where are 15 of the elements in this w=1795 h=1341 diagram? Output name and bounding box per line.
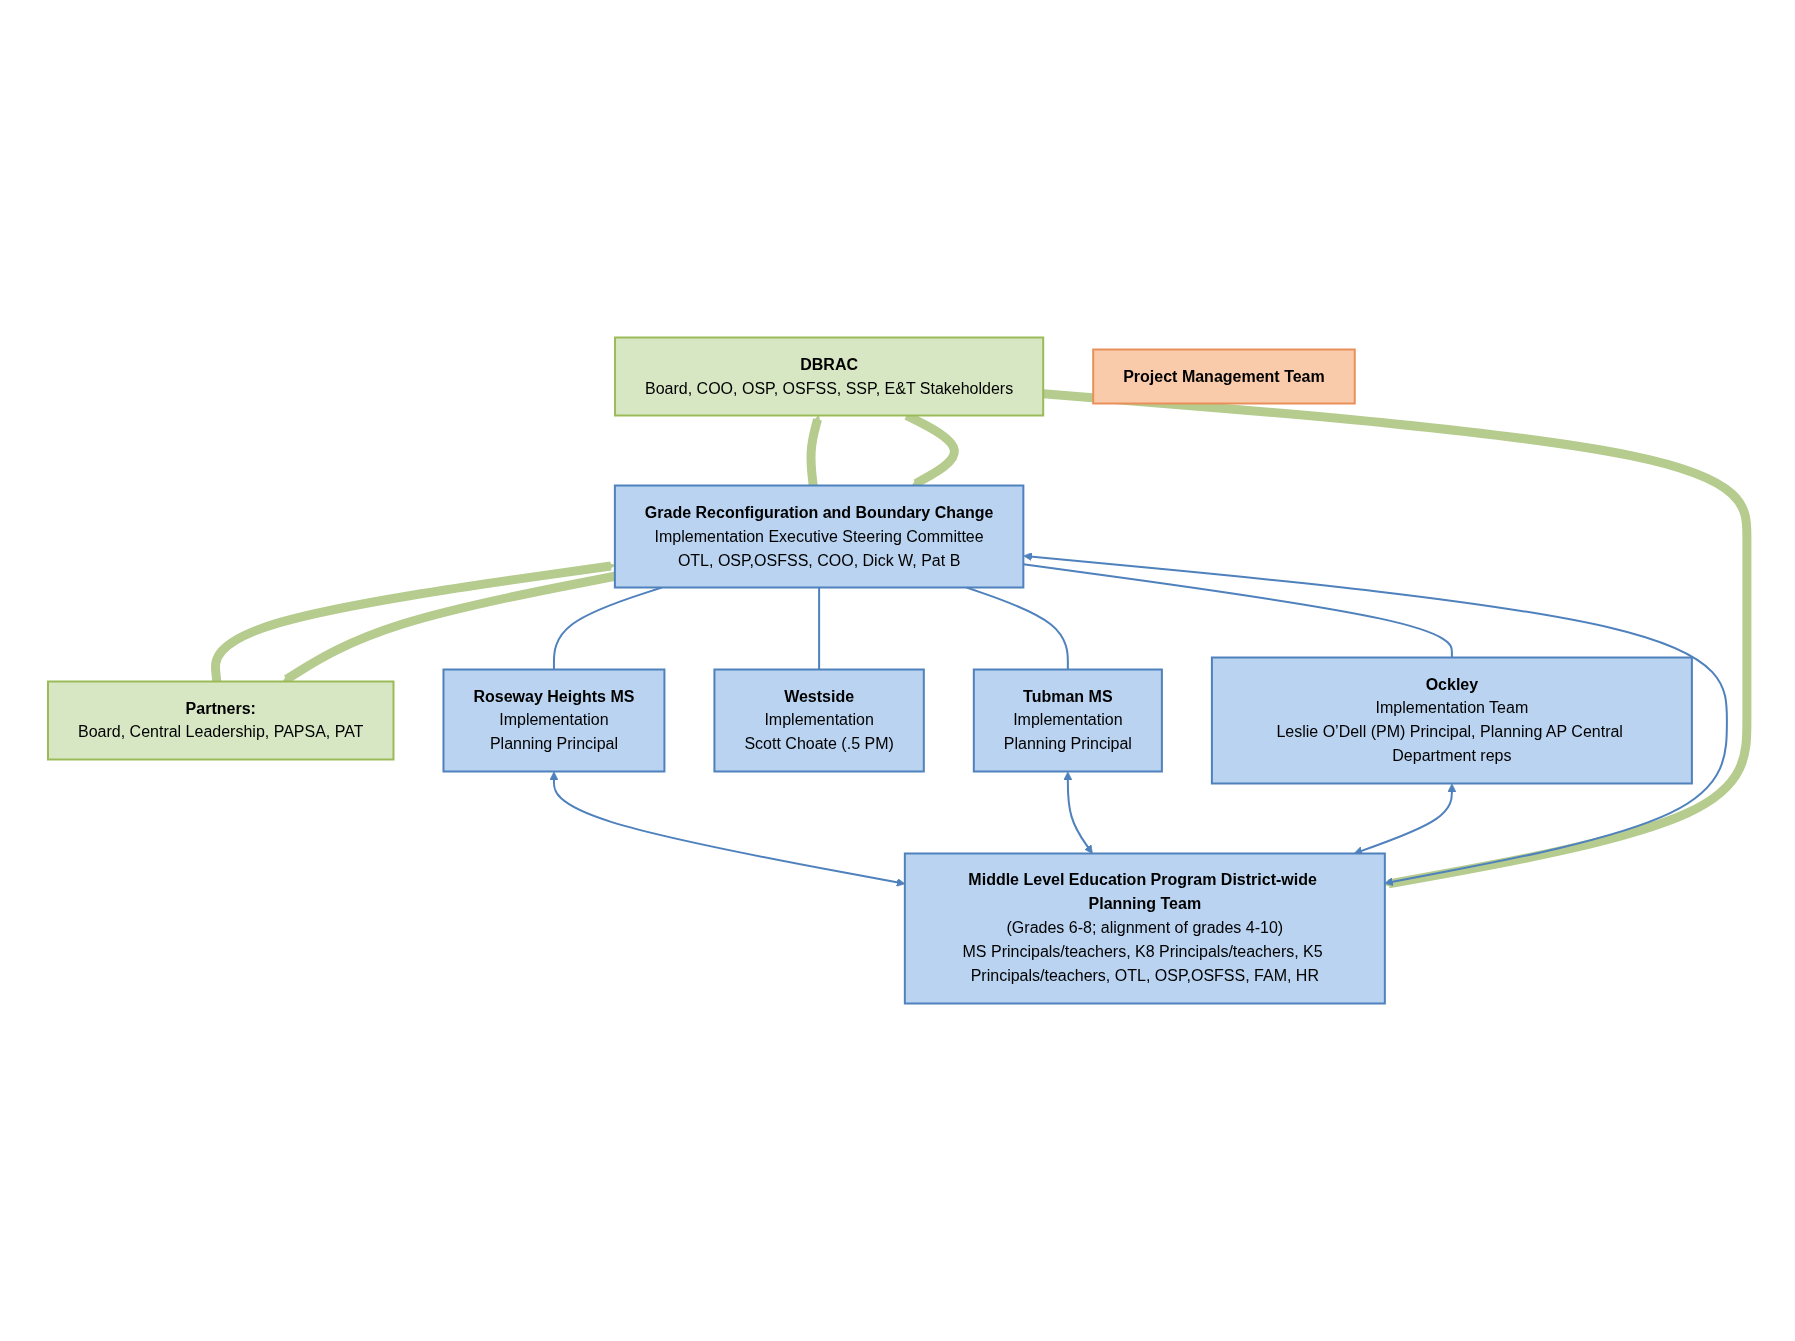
node-box: Partners: Board, Central Leadership, PAPSA, PAT <box>47 680 395 761</box>
node-box: Westside Implementation Scott Choate (.5 PM) <box>713 668 925 773</box>
node-box: Middle Level Education Program District-wide Planning Team (Grades 6-8; alignment of grades 4-10) MS Principals/teachers, K8 Principals/teachers, K5 Principals/teachers, OTL, OSP,OSFSS, FAM, HR <box>903 852 1386 1005</box>
node-box: Roseway Heights MS Implementation Planning Principal <box>442 668 666 773</box>
arrow <box>1063 771 1093 854</box>
node-box: Tubman MS Implementation Planning Principal <box>972 668 1163 773</box>
arrow <box>1023 552 1728 886</box>
node-box: Project Management Team <box>1092 348 1356 405</box>
node-box: Grade Reconfiguration and Boundary Change Implementation Executive Steering Committee OTL, OSP,OSFSS, COO, Dick W, Pat B <box>613 484 1025 589</box>
node-box: Ockley Implementation Team Leslie O’Dell (PM) Principal, Planning AP Central Department reps <box>1210 656 1693 785</box>
connector <box>818 586 821 671</box>
connector <box>965 586 1069 671</box>
node-box: DBRAC Board, COO, OSP, OSFSS, SSP, E&T Stakeholders <box>614 336 1045 417</box>
connector <box>553 586 663 671</box>
arrow <box>806 415 822 486</box>
